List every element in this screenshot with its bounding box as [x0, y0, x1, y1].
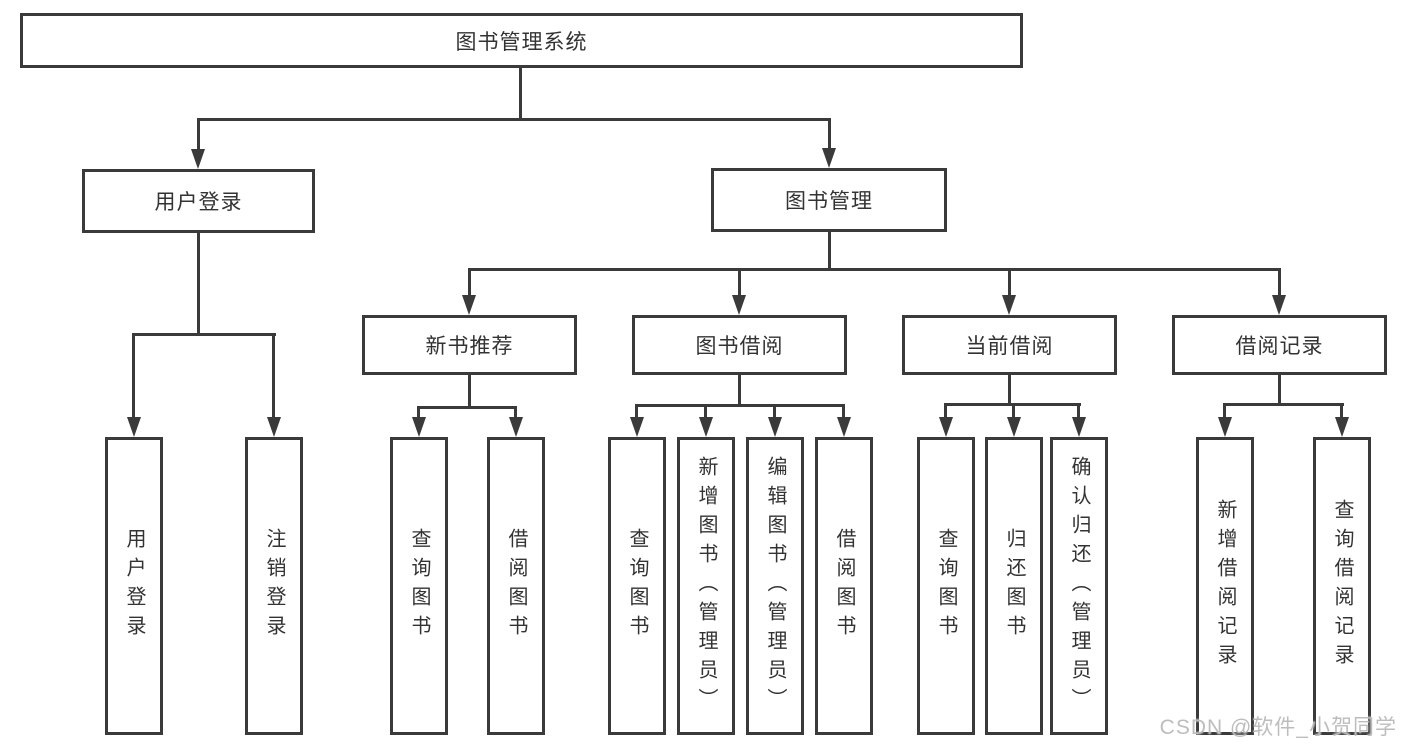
connector-line — [635, 404, 845, 407]
connector-line — [197, 118, 831, 121]
node-book-borrowing: 图书借阅 — [632, 315, 847, 375]
leaf-edit-books-admin: 编辑图书（管理员） — [746, 437, 804, 735]
arrow-down-icon — [630, 417, 644, 437]
node-current-borrowing: 当前借阅 — [902, 315, 1117, 375]
arrow-down-icon — [462, 295, 476, 315]
leaf-borrow-books-recommend-label: 借阅图书 — [505, 528, 527, 644]
leaf-add-books-admin: 新增图书（管理员） — [677, 437, 735, 735]
arrow-down-icon — [1072, 417, 1086, 437]
leaf-user-login-label: 用户登录 — [123, 528, 145, 644]
leaf-confirm-return-admin-label: 确认归还（管理员） — [1068, 455, 1090, 717]
leaf-confirm-return-admin: 确认归还（管理员） — [1050, 437, 1108, 735]
connector-line — [1012, 403, 1015, 418]
connector-line — [1077, 403, 1080, 418]
leaf-query-books-current: 查询图书 — [917, 437, 975, 735]
leaf-logout-label: 注销登录 — [263, 528, 285, 644]
node-root: 图书管理系统 — [20, 13, 1023, 68]
leaf-query-books-current-label: 查询图书 — [935, 528, 957, 644]
arrow-down-icon — [1007, 417, 1021, 437]
leaf-add-borrow-record: 新增借阅记录 — [1196, 437, 1254, 735]
arrow-down-icon — [267, 417, 281, 437]
arrow-down-icon — [768, 417, 782, 437]
connector-line — [514, 406, 517, 418]
node-borrowing-records-label: 借阅记录 — [1235, 335, 1324, 358]
connector-line — [468, 268, 471, 297]
connector-line — [704, 404, 707, 418]
arrow-down-icon — [127, 417, 141, 437]
node-current-borrowing-label: 当前借阅 — [965, 335, 1054, 358]
arrow-down-icon — [509, 417, 523, 437]
connector-line — [132, 333, 135, 418]
arrow-down-icon — [732, 295, 746, 315]
connector-line — [1223, 403, 1226, 418]
connector-line — [944, 403, 947, 418]
connector-line — [417, 406, 517, 409]
leaf-return-books-label: 归还图书 — [1003, 528, 1025, 644]
arrow-down-icon — [1335, 417, 1349, 437]
arrow-down-icon — [837, 417, 851, 437]
node-new-book-recommend-label: 新书推荐 — [425, 335, 514, 358]
node-new-book-recommend: 新书推荐 — [362, 315, 577, 375]
arrow-down-icon — [699, 417, 713, 437]
leaf-user-login: 用户登录 — [105, 437, 163, 735]
connector-line — [1223, 403, 1344, 406]
node-user-login-label: 用户登录 — [154, 191, 243, 214]
leaf-query-books-recommend: 查询图书 — [390, 437, 448, 735]
arrow-down-icon — [191, 149, 205, 169]
node-book-borrowing-label: 图书借阅 — [695, 335, 784, 358]
node-book-management: 图书管理 — [711, 168, 947, 232]
connector-line — [417, 406, 420, 418]
arrow-down-icon — [1272, 295, 1286, 315]
connector-line — [197, 233, 200, 336]
leaf-query-books-borrowing: 查询图书 — [608, 437, 666, 735]
connector-line — [1008, 268, 1011, 297]
connector-line — [1340, 403, 1343, 418]
connector-line — [468, 375, 471, 409]
leaf-borrow-books-borrowing-label: 借阅图书 — [833, 528, 855, 644]
leaf-logout: 注销登录 — [245, 437, 303, 735]
arrow-down-icon — [1218, 417, 1232, 437]
leaf-borrow-books-borrowing: 借阅图书 — [815, 437, 873, 735]
leaf-add-borrow-record-label: 新增借阅记录 — [1214, 499, 1236, 673]
node-user-login: 用户登录 — [82, 169, 315, 233]
connector-line — [197, 118, 200, 151]
connector-line — [132, 333, 276, 336]
arrow-down-icon — [939, 417, 953, 437]
csdn-watermark: CSDN @软件_小贺同学 — [1159, 716, 1397, 739]
connector-line — [842, 404, 845, 418]
leaf-query-borrow-record-label: 查询借阅记录 — [1331, 499, 1353, 673]
leaf-edit-books-admin-label: 编辑图书（管理员） — [764, 455, 786, 717]
connector-line — [738, 268, 741, 297]
leaf-borrow-books-recommend: 借阅图书 — [487, 437, 545, 735]
leaf-return-books: 归还图书 — [985, 437, 1043, 735]
node-borrowing-records: 借阅记录 — [1172, 315, 1387, 375]
connector-line — [738, 375, 741, 407]
arrow-down-icon — [822, 148, 836, 168]
node-root-label: 图书管理系统 — [455, 30, 588, 54]
leaf-query-books-recommend-label: 查询图书 — [408, 528, 430, 644]
arrow-down-icon — [412, 417, 426, 437]
leaf-query-borrow-record: 查询借阅记录 — [1313, 437, 1371, 735]
connector-line — [1278, 268, 1281, 297]
connector-line — [828, 118, 831, 151]
connector-line — [1278, 375, 1281, 405]
connector-line — [468, 268, 1281, 271]
connector-line — [635, 404, 638, 418]
leaf-query-books-borrowing-label: 查询图书 — [626, 528, 648, 644]
arrow-down-icon — [1002, 295, 1016, 315]
connector-line — [828, 232, 831, 270]
connector-line — [1008, 375, 1011, 405]
connector-line — [272, 333, 275, 418]
leaf-add-books-admin-label: 新增图书（管理员） — [695, 455, 717, 717]
connector-line — [519, 68, 522, 120]
node-book-management-label: 图书管理 — [785, 190, 873, 213]
connector-line — [773, 404, 776, 418]
